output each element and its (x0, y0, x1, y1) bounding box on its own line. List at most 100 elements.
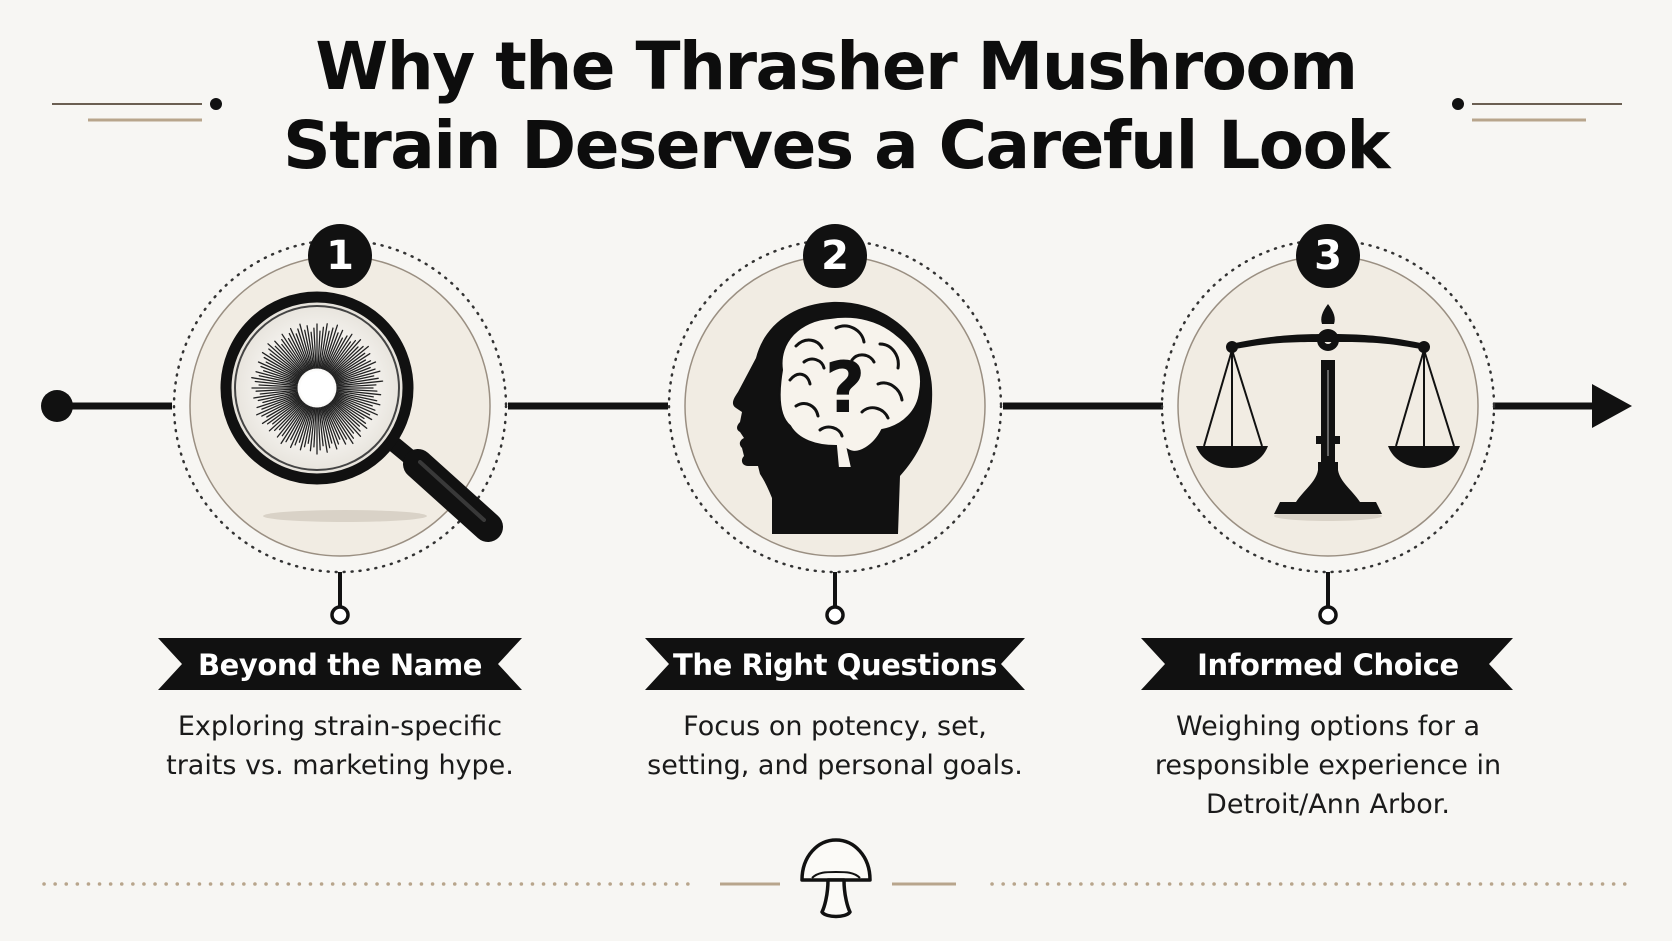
gill-line (261, 396, 300, 417)
gill-line (309, 407, 316, 452)
gill-line (295, 333, 311, 370)
step-3-number-badge (1296, 224, 1360, 288)
gill-line (326, 404, 348, 440)
gill-line (265, 361, 300, 380)
gill-line (329, 339, 362, 374)
head-brain-question-icon: ? (732, 301, 933, 534)
gill-line (278, 402, 305, 431)
gill-line (336, 380, 384, 387)
gill-line (336, 384, 377, 388)
balance-scale-icon (1196, 304, 1460, 521)
gill-line (272, 399, 303, 425)
magnifying-glass-icon (220, 291, 503, 542)
title-decoration-right (1452, 98, 1622, 122)
gill-line (306, 325, 315, 369)
gill-line (328, 341, 352, 373)
gill-line (259, 389, 298, 395)
gill-line (329, 402, 362, 437)
gill-line (263, 356, 301, 379)
gill-line (334, 360, 372, 380)
gill-line (333, 397, 373, 421)
step-3-banner (1141, 638, 1513, 690)
gill-line (261, 394, 299, 410)
step-3-graphic (1141, 224, 1513, 690)
gill-line (334, 396, 371, 416)
gill-line (255, 388, 298, 392)
gill-line (281, 333, 307, 372)
step-1-graphic (158, 224, 522, 690)
gill-line (281, 403, 306, 437)
title-decoration-left (52, 98, 222, 122)
step-1-banner (158, 638, 522, 690)
gill-line (261, 398, 301, 425)
gill-line (289, 405, 310, 449)
gill-line (335, 391, 378, 402)
step-2-graphic: ? (645, 224, 1025, 690)
gill-line (299, 406, 313, 451)
gill-line (328, 403, 355, 439)
gill-line (258, 384, 298, 388)
step-3-number: 3 (1314, 233, 1342, 279)
gill-line (324, 329, 344, 371)
gill-line (324, 405, 341, 440)
gill-line (322, 406, 338, 450)
step-1-description-line-2: traits vs. marketing hype. (166, 750, 514, 781)
gill-line (274, 340, 305, 374)
gill-line (321, 406, 333, 444)
step-2-description-line-1: Focus on potency, set, (683, 711, 987, 742)
gill-line (331, 345, 369, 377)
gill-line (256, 395, 300, 416)
step-1-number-badge (308, 224, 372, 288)
gill-line (313, 327, 317, 369)
step-1-heading: Beyond the Name (197, 648, 483, 682)
gill-line (304, 329, 314, 370)
gill-line (263, 370, 299, 383)
gill-line (326, 335, 348, 372)
gill-line (325, 405, 347, 445)
gill-line (322, 324, 339, 370)
gill-line (335, 368, 376, 383)
gill-line (298, 406, 312, 443)
gill-line (281, 343, 306, 374)
step-3-description-line-1: Weighing options for a (1175, 711, 1481, 742)
gill-line (289, 327, 310, 371)
gill-line (319, 323, 328, 369)
gill-line (260, 365, 299, 382)
gill-line (333, 353, 371, 378)
gill-line (255, 371, 299, 384)
gill-line (266, 399, 302, 425)
gill-line (327, 404, 354, 445)
gill-line (274, 345, 304, 375)
gill-line (317, 407, 321, 451)
gill-line (317, 330, 321, 369)
step-3-description-line-3: Detroit/Ann Arbor. (1206, 789, 1450, 820)
gill-line (318, 407, 324, 447)
gill-line (336, 389, 382, 396)
gill-line (327, 333, 353, 372)
gill-line (336, 377, 379, 386)
gill-line (254, 380, 298, 387)
gill-line (267, 343, 303, 376)
gill-line (285, 404, 308, 443)
gill-line (253, 390, 298, 399)
gill-line (333, 359, 367, 379)
gill-line (331, 399, 368, 429)
step-2-description-line-2: setting, and personal goals. (647, 750, 1023, 781)
gill-line (332, 399, 367, 424)
gill-line (328, 339, 357, 374)
gill-line (310, 331, 316, 369)
gill-line (266, 397, 301, 418)
mushroom-icon (800, 838, 872, 919)
gill-line (332, 352, 366, 377)
gill-line (323, 406, 340, 445)
gill-line (307, 407, 315, 444)
gill-line (318, 326, 325, 369)
gill-line (335, 366, 371, 382)
gill-line (325, 337, 344, 371)
gill-line (299, 323, 313, 370)
step-1-number: 1 (326, 233, 354, 279)
page-title-line-1: Why the Thrasher Mushroom (315, 28, 1358, 105)
gill-line (256, 393, 299, 409)
gill-line (320, 330, 330, 370)
